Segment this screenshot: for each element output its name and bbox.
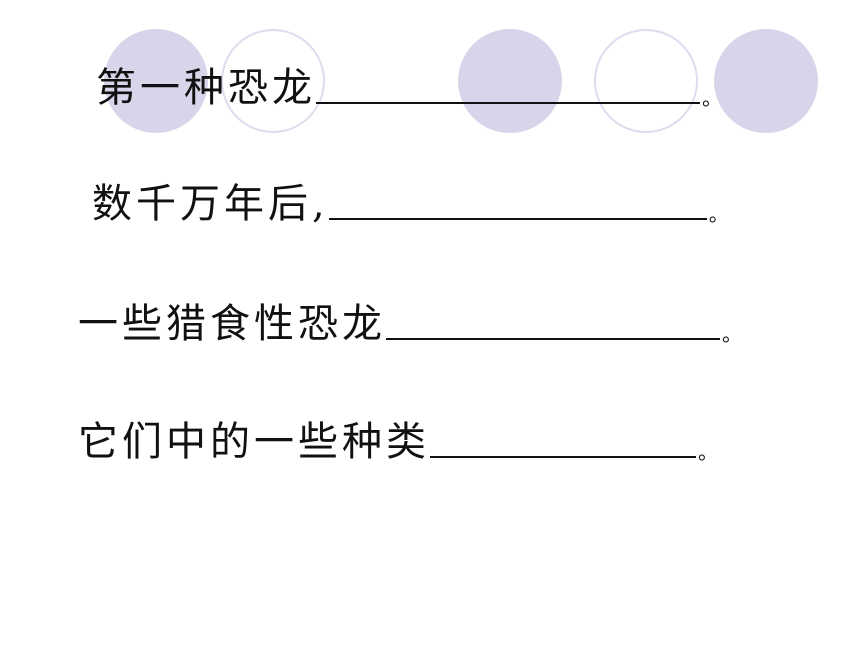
- sentence-3-period: 。: [722, 322, 742, 346]
- sentence-1-period: 。: [702, 86, 722, 110]
- decorative-circle-5: [714, 29, 818, 133]
- sentence-4-period: 。: [698, 440, 718, 464]
- decorative-circle-4: [594, 29, 698, 133]
- sentence-2: 数千万年后, 。: [92, 180, 729, 228]
- sentence-3-prefix: 一些猎食性恐龙: [78, 301, 386, 347]
- sentence-1: 第一种恐龙 。: [96, 64, 722, 112]
- sentence-4-prefix: 它们中的一些种类: [78, 419, 430, 465]
- sentence-1-prefix: 第一种恐龙: [96, 65, 316, 111]
- sentence-2-prefix: 数千万年后,: [92, 181, 329, 227]
- sentence-4-blank[interactable]: [430, 418, 696, 458]
- sentence-1-blank[interactable]: [316, 64, 700, 104]
- sentence-3: 一些猎食性恐龙 。: [78, 300, 742, 348]
- sentence-3-blank[interactable]: [386, 300, 720, 340]
- decorative-circle-3: [458, 29, 562, 133]
- sentence-2-period: 。: [708, 202, 729, 226]
- decorative-circle-1: [104, 29, 208, 133]
- sentence-4: 它们中的一些种类 。: [78, 418, 718, 466]
- sentence-2-blank[interactable]: [328, 180, 707, 220]
- decorative-circle-2: [221, 29, 325, 133]
